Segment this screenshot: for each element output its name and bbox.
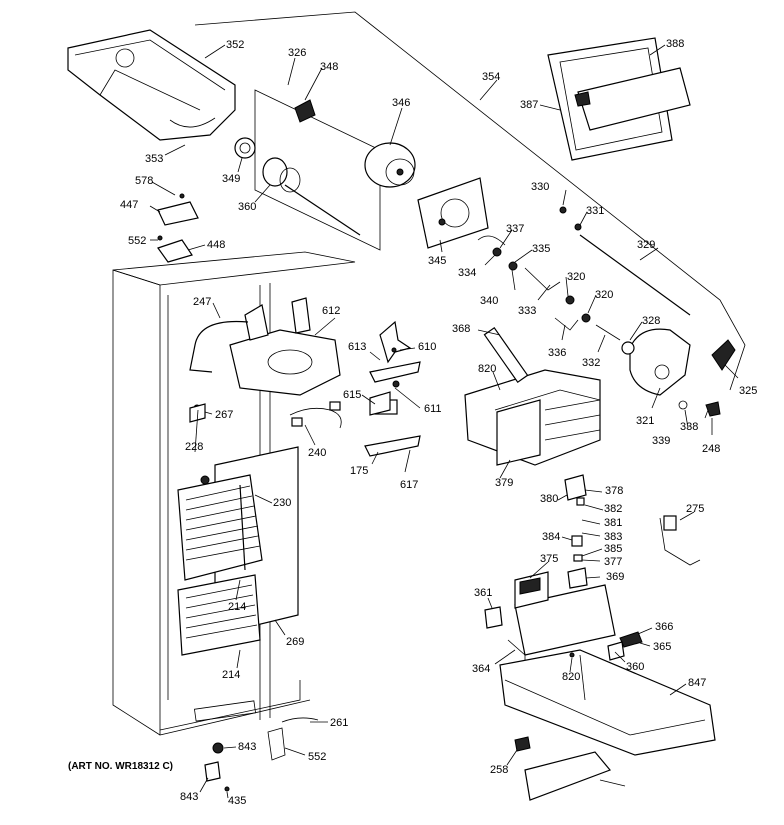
- part-label: 387: [520, 99, 538, 111]
- part-label: 175: [350, 465, 368, 477]
- part-label: 364: [472, 663, 490, 675]
- part-label: 365: [653, 641, 671, 653]
- part-label: 368: [452, 323, 470, 335]
- part-label: 330: [531, 181, 549, 193]
- auger-motor: [364, 142, 416, 188]
- part-label: 339: [652, 435, 670, 447]
- evaporator-fan-housing: [189, 297, 341, 396]
- part-label: 382: [604, 503, 622, 515]
- part-labels: 352 326 348 346 354 388 387 353 349 360 …: [120, 38, 757, 807]
- part-label: 348: [320, 61, 338, 73]
- part-label: 354: [482, 71, 500, 83]
- part-label: 321: [636, 415, 654, 427]
- part-label: 325: [739, 385, 757, 397]
- ice-maker: [464, 326, 601, 466]
- part-label: 369: [606, 571, 624, 583]
- part-label: 326: [288, 47, 306, 59]
- part-label: 552: [308, 751, 326, 763]
- part-label: 435: [228, 795, 246, 807]
- leader-lines: [149, 44, 739, 799]
- part-label: 228: [185, 441, 203, 453]
- part-label: 248: [702, 443, 720, 455]
- part-label: 214: [222, 669, 240, 681]
- part-label: 366: [655, 621, 673, 633]
- part-label: 337: [506, 223, 524, 235]
- small-brackets: [157, 193, 391, 423]
- dispenser-switches: [564, 474, 701, 589]
- part-label: 336: [548, 347, 566, 359]
- part-label: 269: [286, 636, 304, 648]
- part-label: 346: [392, 97, 410, 109]
- wire-harness: [289, 401, 342, 429]
- part-label: 385: [604, 543, 622, 555]
- evaporator-coil: [177, 404, 299, 656]
- dispenser-actuator: [621, 328, 736, 417]
- dispenser-cover: [547, 37, 691, 161]
- part-label: 340: [480, 295, 498, 307]
- dispenser-linkage: [477, 206, 691, 341]
- dispenser-control-bracket: [484, 571, 616, 660]
- part-label: 240: [308, 447, 326, 459]
- part-label: 361: [474, 587, 492, 599]
- part-label: 578: [135, 175, 153, 187]
- part-label: 375: [540, 553, 558, 565]
- part-label: 820: [562, 671, 580, 683]
- part-label: 320: [595, 289, 613, 301]
- part-label: 320: [567, 271, 585, 283]
- art-number-caption: (ART NO. WR18312 C): [68, 761, 174, 772]
- auger-assembly: [234, 89, 381, 251]
- part-label: 377: [604, 556, 622, 568]
- part-label: 338: [680, 421, 698, 433]
- part-label: 334: [458, 267, 476, 279]
- part-label: 261: [330, 717, 348, 729]
- part-label: 230: [273, 497, 291, 509]
- part-label: 378: [605, 485, 623, 497]
- part-label: 267: [215, 409, 233, 421]
- part-label: 353: [145, 153, 163, 165]
- part-label: 613: [348, 341, 366, 353]
- part-label: 847: [688, 677, 706, 689]
- part-label: 820: [478, 363, 496, 375]
- drip-tray: [204, 652, 612, 801]
- part-label: 843: [180, 791, 198, 803]
- part-label: 258: [490, 764, 508, 776]
- part-label: 329: [637, 239, 655, 251]
- part-label: 384: [542, 531, 560, 543]
- part-label: 331: [586, 205, 604, 217]
- part-label: 380: [540, 493, 558, 505]
- part-label: 247: [193, 296, 211, 308]
- part-label: 333: [518, 305, 536, 317]
- part-label: 611: [424, 403, 442, 415]
- part-label: 612: [322, 305, 340, 317]
- part-label: 379: [495, 477, 513, 489]
- part-label: 328: [642, 315, 660, 327]
- part-label: 381: [604, 517, 622, 529]
- part-label: 843: [238, 741, 256, 753]
- part-label: 214: [228, 601, 246, 613]
- part-label: 388: [666, 38, 684, 50]
- part-label: 617: [400, 479, 418, 491]
- part-label: 275: [686, 503, 704, 515]
- part-label: 352: [226, 39, 244, 51]
- part-label: 349: [222, 173, 240, 185]
- part-label: 335: [532, 243, 550, 255]
- part-label: 448: [207, 239, 225, 251]
- motor-bracket: [417, 177, 489, 249]
- part-label: 615: [343, 389, 361, 401]
- part-label: 345: [428, 255, 446, 267]
- part-label: 360: [626, 661, 644, 673]
- part-label: 552: [128, 235, 146, 247]
- fan-blade: [364, 320, 421, 457]
- part-label: 332: [582, 357, 600, 369]
- part-label: 383: [604, 531, 622, 543]
- part-label: 610: [418, 341, 436, 353]
- lower-guide-rail: [499, 631, 716, 756]
- part-label: 447: [120, 199, 138, 211]
- part-label: 360: [238, 201, 256, 213]
- dispenser-frame: [194, 11, 746, 391]
- ice-bucket: [67, 29, 236, 141]
